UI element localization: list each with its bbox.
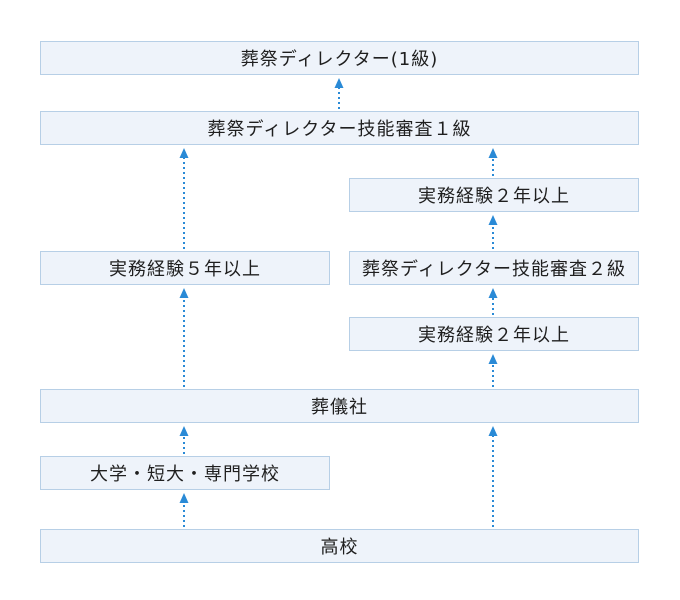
arrow-company-to-exp2lower xyxy=(488,354,498,387)
box-exam-level2: 葬祭ディレクター技能審査２級 xyxy=(349,251,639,285)
arrow-highschool-to-university xyxy=(179,493,189,527)
box-funeral-director-level1: 葬祭ディレクター(1級) xyxy=(40,41,639,75)
arrow-exam1-to-director1 xyxy=(334,78,344,109)
arrow-highschool-to-company xyxy=(488,426,498,527)
arrow-exp2lower-to-exam2 xyxy=(488,288,498,315)
box-experience-5yr: 実務経験５年以上 xyxy=(40,251,330,285)
box-experience-2yr-lower: 実務経験２年以上 xyxy=(349,317,639,351)
box-high-school: 高校 xyxy=(40,529,639,563)
box-exam-level1: 葬祭ディレクター技能審査１級 xyxy=(40,111,639,145)
box-funeral-company: 葬儀社 xyxy=(40,389,639,423)
arrow-exam2-to-exp2upper xyxy=(488,215,498,249)
box-university: 大学・短大・専門学校 xyxy=(40,456,330,490)
box-experience-2yr-upper: 実務経験２年以上 xyxy=(349,178,639,212)
arrow-university-to-company xyxy=(179,426,189,454)
arrow-exp5-to-exam1 xyxy=(179,148,189,249)
arrow-company-to-exp5 xyxy=(179,288,189,387)
arrow-exp2upper-to-exam1 xyxy=(488,148,498,176)
